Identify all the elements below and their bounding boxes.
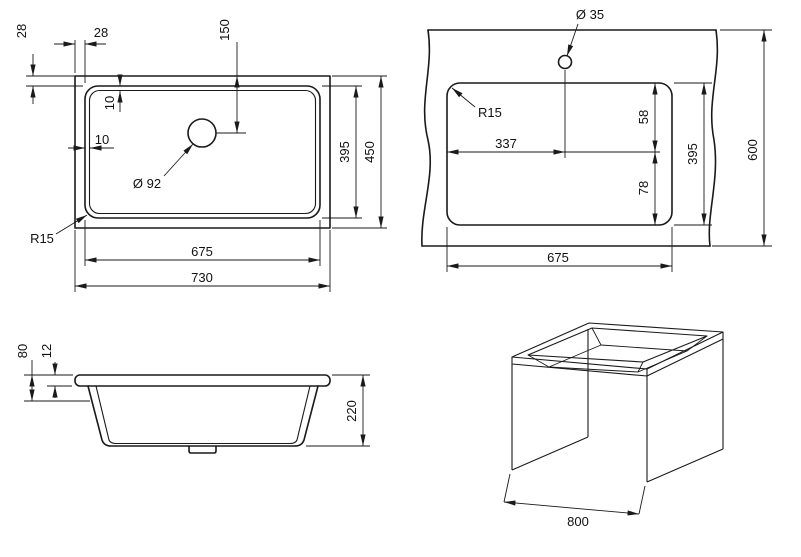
sink-outer-edge	[74, 75, 331, 229]
top-view: 28 28 150 10 10 Ø 92 R15 675 730 395 450	[14, 19, 387, 292]
section-view: 80 12 220	[15, 344, 370, 454]
dim-total-depth-label: 220	[344, 400, 359, 422]
dim-overall-width-label: 730	[191, 270, 213, 285]
sink-flange-profile	[74, 374, 331, 387]
dim-inner-gap-horizontal-label: 10	[95, 132, 109, 147]
dim-overall-depth-label: 450	[362, 141, 377, 163]
cutout-view-dimension-lines	[446, 23, 772, 272]
dim-faucet-hole-diameter-label: Ø 35	[576, 7, 604, 22]
cabinet-wireframe	[511, 322, 724, 483]
bowl-outer-profile	[87, 385, 319, 447]
dim-corner-radius-label: R15	[30, 231, 54, 246]
dim-drain-diameter-label: Ø 92	[133, 176, 161, 191]
top-view-dimension-lines	[26, 40, 387, 292]
bowl-inner-profile	[95, 385, 311, 445]
bowl-bottom-edge	[88, 89, 317, 215]
cabinet-dimension-lines	[503, 473, 646, 516]
dim-offset-left-label: 28	[14, 24, 29, 38]
dim-upper-offset-label: 58	[636, 110, 651, 124]
dim-cabinet-width-label: 800	[567, 514, 589, 529]
dim-worktop-depth-label: 600	[745, 139, 760, 161]
worktop-break-line-left	[421, 29, 432, 247]
dim-drain-from-top-label: 150	[217, 19, 232, 41]
dim-rim-to-shoulder-label: 80	[15, 344, 30, 358]
dim-offset-top-label: 28	[94, 25, 108, 40]
dim-cutout-width-label: 675	[547, 250, 569, 265]
bowl-rim-edge	[84, 85, 321, 219]
dim-cutout-corner-radius-label: R15	[478, 105, 502, 120]
worktop-break-line-right	[708, 29, 719, 247]
bowl-corner-edges-iso	[527, 327, 708, 373]
cabinet-right-panel	[646, 339, 724, 483]
section-view-dimension-lines	[24, 360, 370, 447]
cutout-view: Ø 35 R15 337 58 78 395 600 675	[421, 7, 772, 272]
dim-hole-from-left-label: 337	[495, 136, 517, 151]
faucet-hole	[557, 54, 573, 70]
dim-rim-thickness-label: 12	[39, 344, 54, 358]
dim-inner-gap-vertical-label: 10	[102, 96, 117, 110]
cabinet-iso-view: 800	[503, 322, 724, 529]
dim-cutout-depth-label: 395	[685, 143, 700, 165]
drain-outlet-profile	[188, 445, 217, 454]
dim-bowl-width-label: 675	[191, 244, 213, 259]
dim-lower-offset-label: 78	[636, 181, 651, 195]
dim-bowl-depth-label: 395	[337, 141, 352, 163]
cabinet-left-panel	[511, 329, 589, 471]
